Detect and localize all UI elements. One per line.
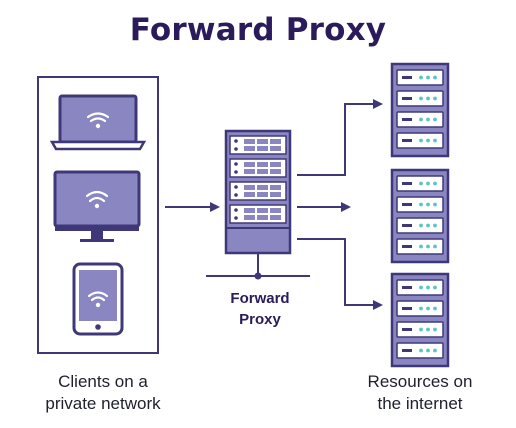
monitor-wifi-icon xyxy=(53,170,141,242)
clients-group-box xyxy=(37,76,159,354)
server-rack-icon xyxy=(390,272,450,368)
proxy-label-line-2: Proxy xyxy=(239,311,281,328)
server-unit xyxy=(396,111,444,128)
proxy-server-unit xyxy=(229,135,287,155)
clients-caption: Clients on a private network xyxy=(18,371,188,415)
clients-caption-line-2: private network xyxy=(45,394,161,413)
server-unit xyxy=(396,321,444,338)
clients-caption-line-1: Clients on a xyxy=(58,372,148,391)
resources-caption-line-2: the internet xyxy=(377,394,463,413)
proxy-to-server-1-arrow xyxy=(297,99,383,176)
server-unit xyxy=(396,300,444,317)
diagram-title: Forward Proxy xyxy=(129,12,387,48)
proxy-server-unit xyxy=(229,181,287,201)
proxy-server-unit xyxy=(229,158,287,178)
tablet-wifi-icon xyxy=(72,262,124,336)
server-unit xyxy=(396,196,444,213)
proxy-label: Forward Proxy xyxy=(208,288,312,330)
server-unit xyxy=(396,238,444,255)
resources-caption: Resources on the internet xyxy=(350,371,490,415)
server-unit xyxy=(396,279,444,296)
server-unit xyxy=(396,132,444,149)
resources-caption-line-1: Resources on xyxy=(367,372,473,391)
server-unit xyxy=(396,175,444,192)
server-unit xyxy=(396,342,444,359)
proxy-label-line-1: Forward xyxy=(230,290,290,307)
proxy-to-server-3-arrow xyxy=(297,238,383,310)
server-unit xyxy=(396,90,444,107)
proxy-server-icon xyxy=(206,129,310,280)
server-rack-icon xyxy=(390,168,450,264)
server-unit xyxy=(396,69,444,86)
server-rack-icon xyxy=(390,62,450,158)
proxy-server-unit xyxy=(229,204,287,224)
server-unit xyxy=(396,217,444,234)
laptop-wifi-icon xyxy=(49,94,147,151)
